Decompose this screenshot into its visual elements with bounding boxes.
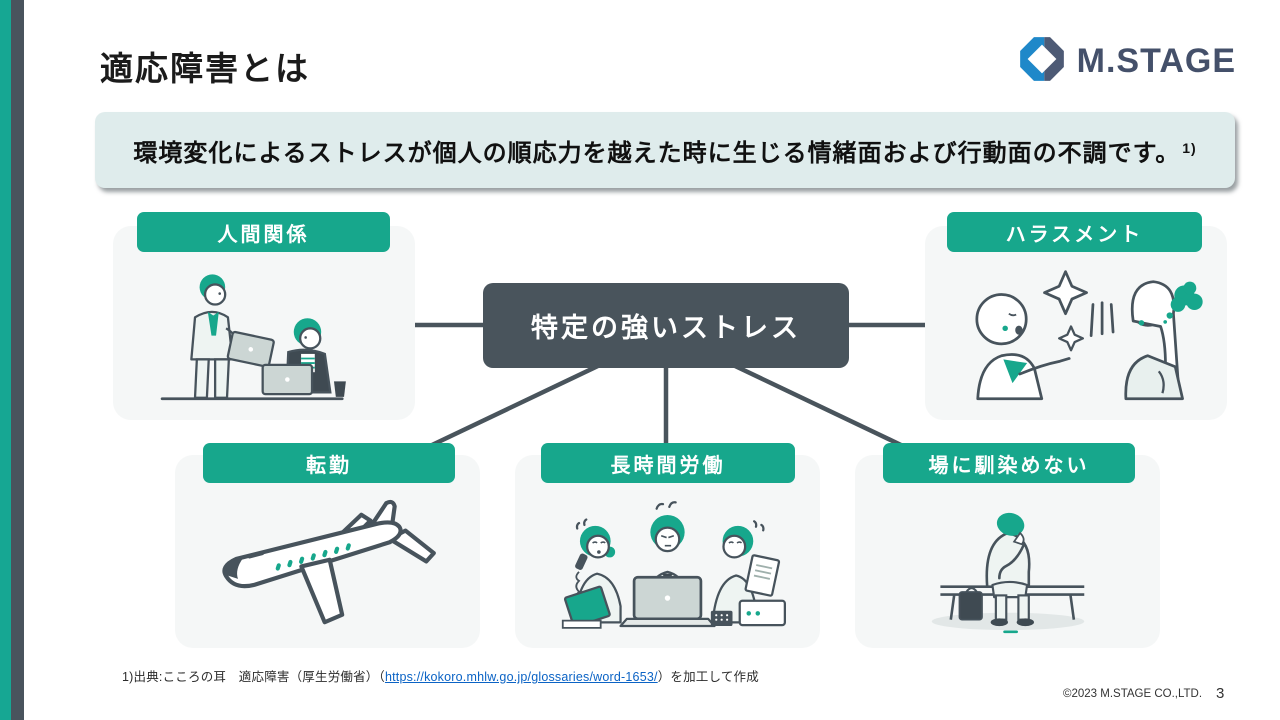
harassment-icon [925, 256, 1227, 418]
cause-card-overtime [515, 455, 820, 648]
stress-source-label: 特定の強いストレス [531, 313, 801, 343]
cause-label: 長時間労働 [610, 454, 726, 477]
logo-text: M.STAGE [1076, 42, 1236, 80]
copyright: ©2023 M.STAGE CO.,LTD. [1063, 688, 1203, 700]
page-number: 3 [1216, 685, 1225, 702]
page-title: 適応障害とは [100, 50, 310, 87]
left-accent-bar-slate [11, 0, 24, 720]
cause-header-not-fitting-in: 場に馴染めない [883, 443, 1135, 483]
cause-label: 人間関係 [217, 223, 310, 246]
cause-card-relationships [113, 226, 415, 420]
definition-box: 環境変化によるストレスが個人の順応力を越えた時に生じる情緒面および行動面の不調で… [95, 112, 1235, 188]
cause-header-transfer: 転勤 [203, 443, 455, 483]
source-note-prefix: 1)出典:こころの耳 適応障害（厚生労働省）（ [122, 670, 385, 684]
source-link[interactable]: https://kokoro.mhlw.go.jp/glossaries/wor… [384, 670, 658, 684]
airplane-icon [175, 485, 480, 646]
source-note: 1)出典:こころの耳 適応障害（厚生労働省）（https://kokoro.mh… [122, 666, 759, 685]
cause-header-relationships: 人間関係 [137, 212, 390, 252]
source-note-suffix: ）を加工して作成 [657, 670, 759, 684]
cause-label: 転勤 [306, 454, 352, 477]
footnote-marker: 1) [1182, 140, 1197, 156]
cause-label: 場に馴染めない [928, 454, 1090, 477]
mstage-octagon-icon [1019, 36, 1065, 87]
lonely-man-icon [855, 485, 1160, 646]
stress-source-box: 特定の強いストレス [483, 283, 849, 368]
company-logo: M.STAGE [1019, 36, 1236, 87]
cause-header-overtime: 長時間労働 [541, 443, 795, 483]
definition-text: 環境変化によるストレスが個人の順応力を越えた時に生じる情緒面および行動面の不調で… [133, 139, 1181, 167]
coworkers-icon [113, 256, 415, 418]
cause-header-harassment: ハラスメント [947, 212, 1202, 252]
overtime-icon [515, 485, 820, 646]
cause-label: ハラスメント [1005, 223, 1144, 246]
cause-card-harassment [925, 226, 1227, 420]
cause-card-not-fitting-in [855, 455, 1160, 648]
left-accent-bar-teal [0, 0, 11, 720]
cause-card-transfer [175, 455, 480, 648]
